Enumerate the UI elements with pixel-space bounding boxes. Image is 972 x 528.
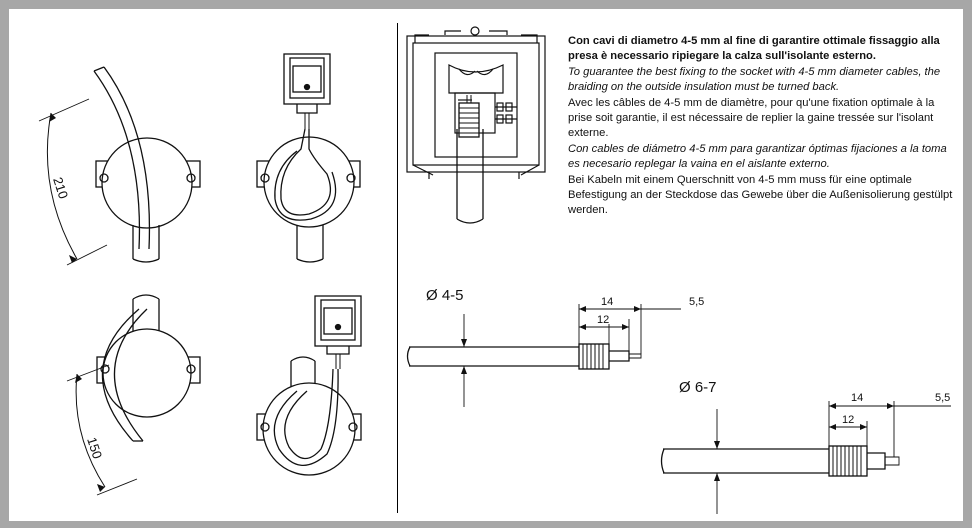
box-looped-cable xyxy=(256,356,362,476)
dim-12-large: 12 xyxy=(842,414,854,426)
installation-drawing: 210 xyxy=(38,26,951,514)
socket-cutaway xyxy=(406,26,546,179)
dim-12-small: 12 xyxy=(597,314,609,326)
dim-label-210: 210 xyxy=(50,175,71,200)
instruction-text: Con cavi di diametro 4-5 mm al fine di g… xyxy=(568,34,960,219)
box-loop-150 xyxy=(66,294,201,496)
cable-in-socket xyxy=(456,95,484,224)
dim-5-5-small: 5,5 xyxy=(689,296,704,308)
diagram-frame: 210 xyxy=(9,9,963,521)
instruction-de: Bei Kabeln mit einem Querschnitt von 4-5… xyxy=(568,173,953,217)
box-loop-210 xyxy=(38,66,201,266)
cable-4-5-drawing xyxy=(406,304,681,407)
instruction-fr: Avec les câbles de 4-5 mm de diamètre, p… xyxy=(568,96,935,140)
instruction-en: To guarantee the best fixing to the sock… xyxy=(568,65,941,94)
dim-14-small: 14 xyxy=(601,296,613,308)
socket-top xyxy=(283,53,331,129)
instruction-it: Con cavi di diametro 4-5 mm al fine di g… xyxy=(568,35,940,63)
socket-bottom xyxy=(314,295,362,369)
cable-6-7-drawing xyxy=(660,401,951,514)
dim-14-large: 14 xyxy=(851,392,863,404)
box-coiled-cable xyxy=(256,128,361,263)
instruction-es: Con cables de diámetro 4-5 mm para garan… xyxy=(568,142,947,171)
vertical-divider xyxy=(397,23,398,513)
diameter-label-large: Ø 6-7 xyxy=(679,379,717,396)
dim-5-5-large: 5,5 xyxy=(935,392,950,404)
diameter-label-small: Ø 4-5 xyxy=(426,287,464,304)
dim-label-150: 150 xyxy=(84,435,105,460)
